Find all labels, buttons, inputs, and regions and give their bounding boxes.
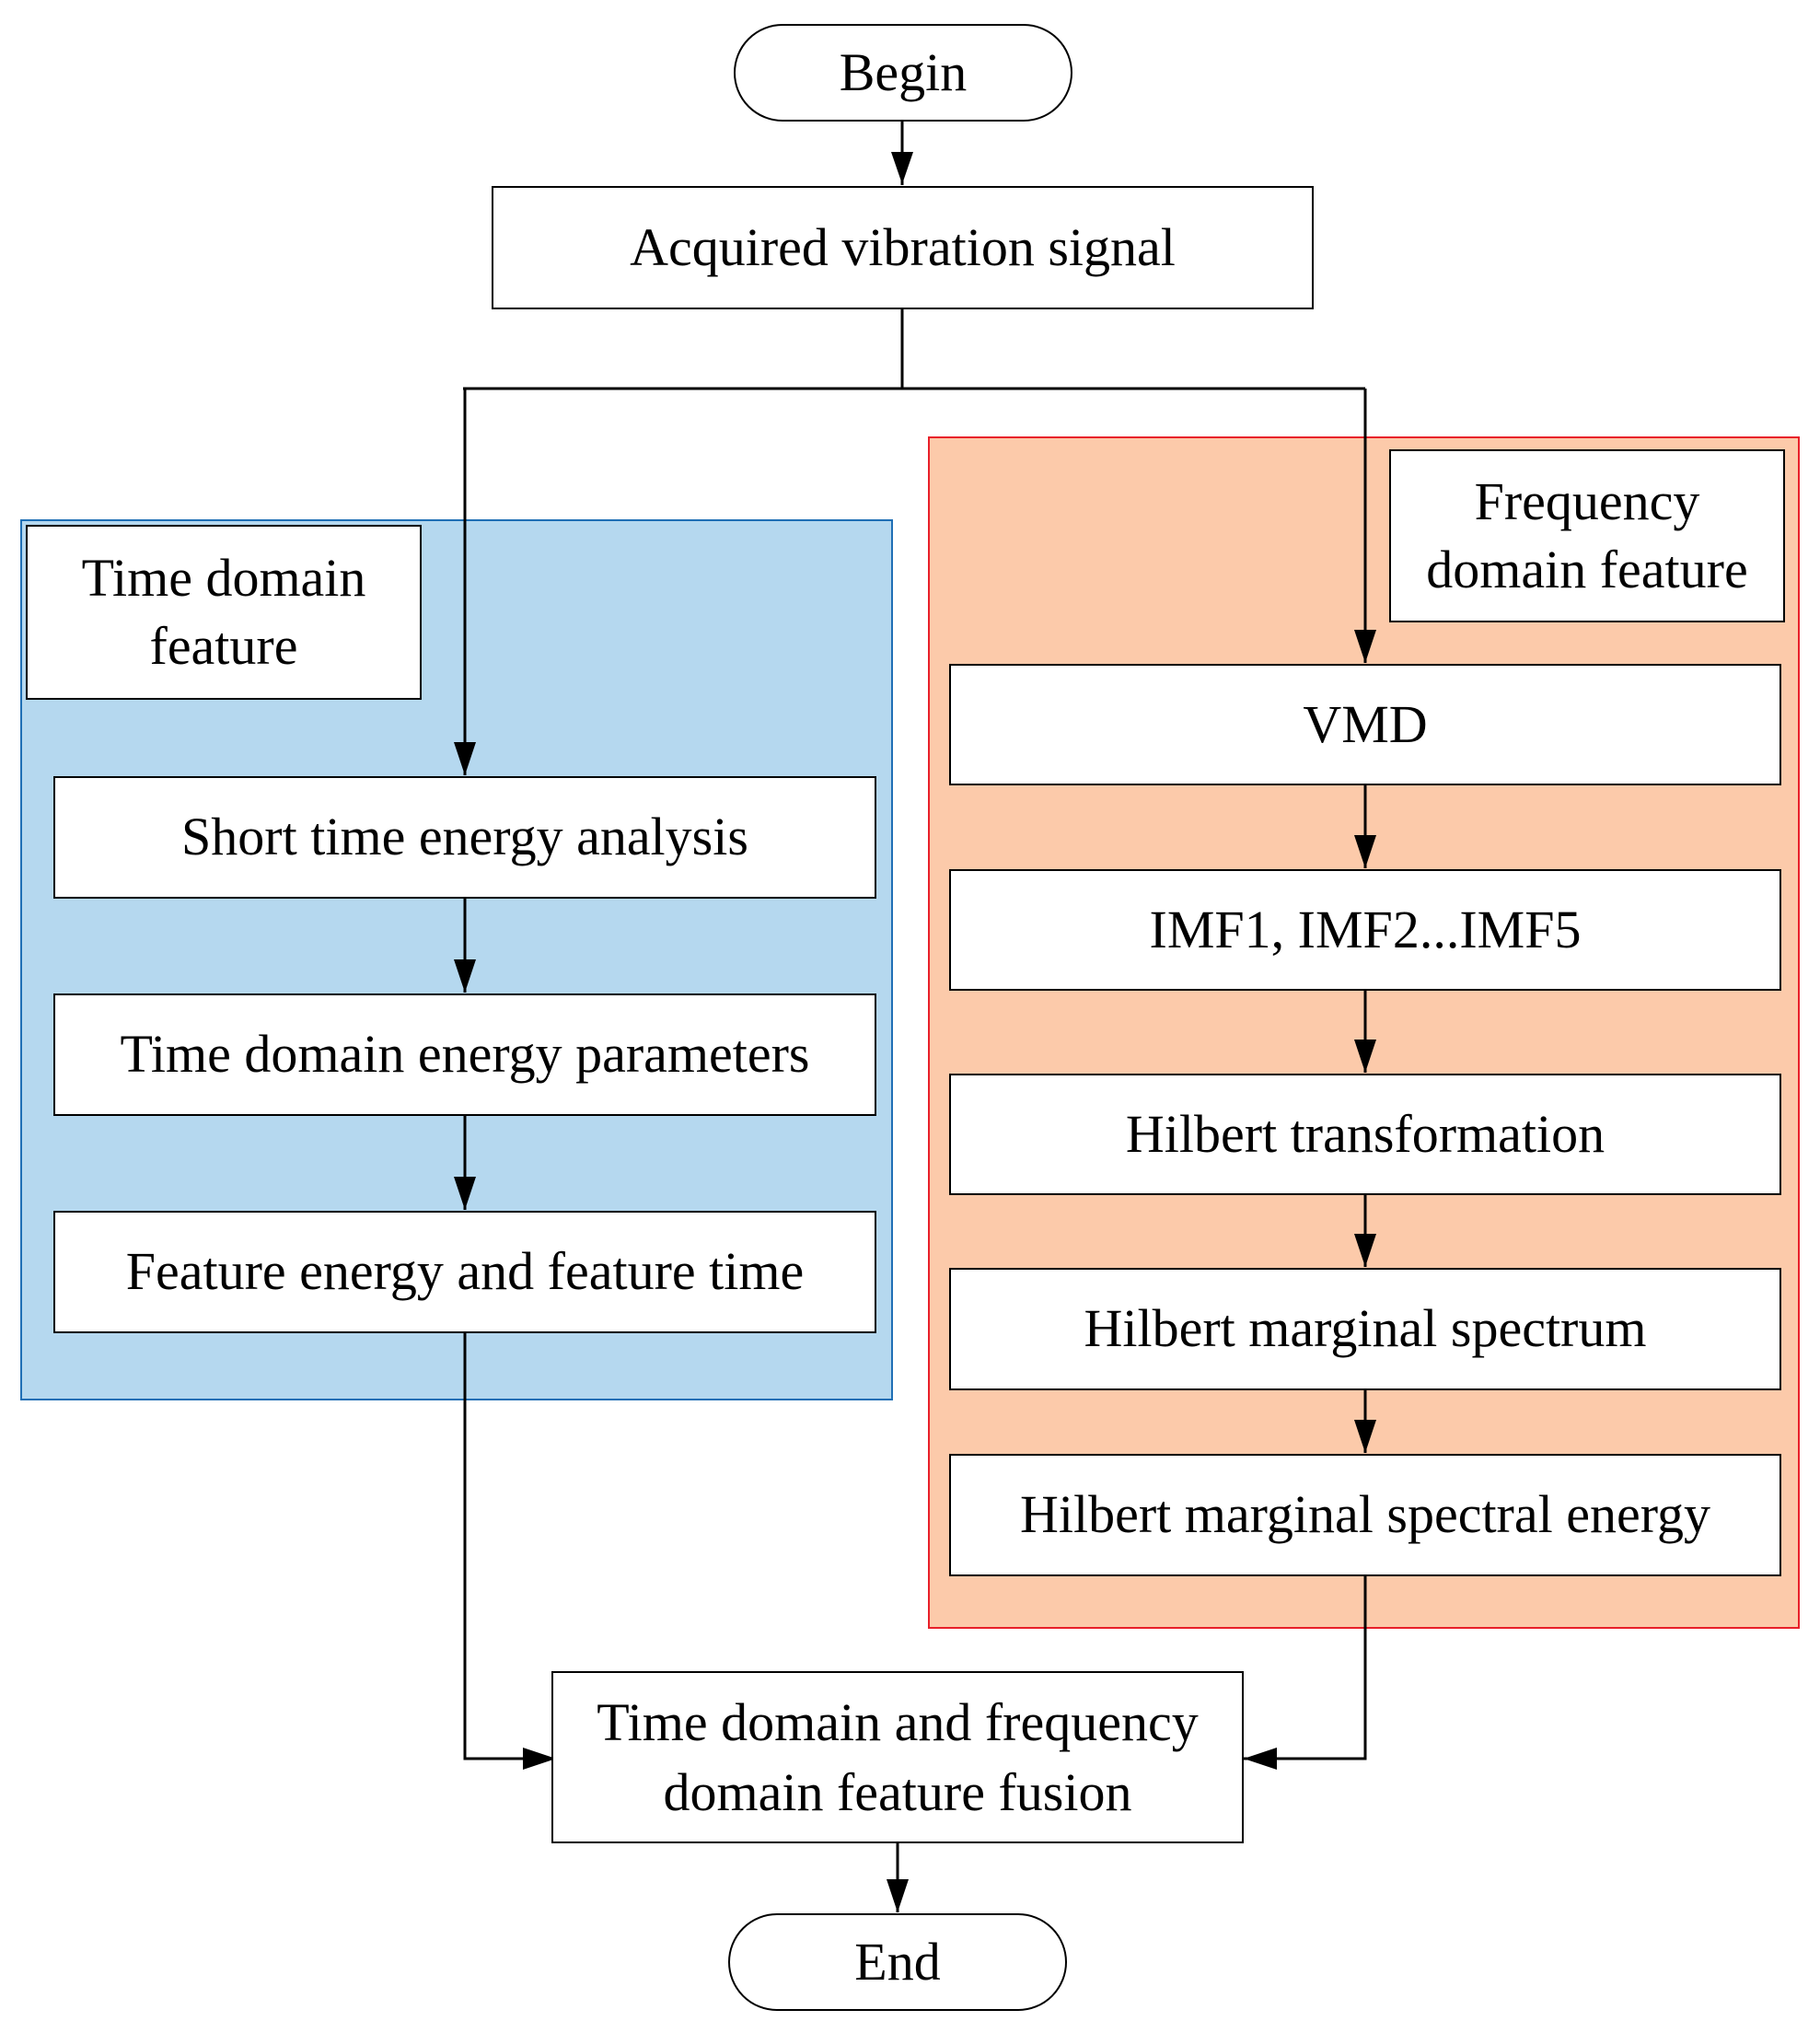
step-feature-energy-time: Feature energy and feature time — [53, 1211, 876, 1333]
step-time-domain-parameters: Time domain energy parameters — [53, 993, 876, 1116]
acquired-signal-box: Acquired vibration signal — [492, 186, 1314, 309]
time-domain-heading: Time domain feature — [26, 525, 422, 700]
arrowhead-acquired — [891, 152, 913, 184]
frequency-domain-heading: Frequency domain feature — [1389, 449, 1785, 622]
step-hilbert-marginal-energy: Hilbert marginal spectral energy — [949, 1454, 1781, 1576]
step-imf: IMF1, IMF2...IMF5 — [949, 869, 1781, 991]
step-vmd: VMD — [949, 664, 1781, 785]
step-short-time-energy: Short time energy analysis — [53, 776, 876, 899]
fusion-box: Time domain and frequency domain feature… — [551, 1671, 1244, 1843]
begin-node: Begin — [734, 24, 1072, 122]
end-node: End — [728, 1913, 1067, 2011]
arrowhead-end — [887, 1879, 909, 1912]
step-hilbert-marginal-spectrum: Hilbert marginal spectrum — [949, 1268, 1781, 1390]
arrowhead-fusion-right — [1244, 1748, 1277, 1770]
step-hilbert-transformation: Hilbert transformation — [949, 1074, 1781, 1195]
